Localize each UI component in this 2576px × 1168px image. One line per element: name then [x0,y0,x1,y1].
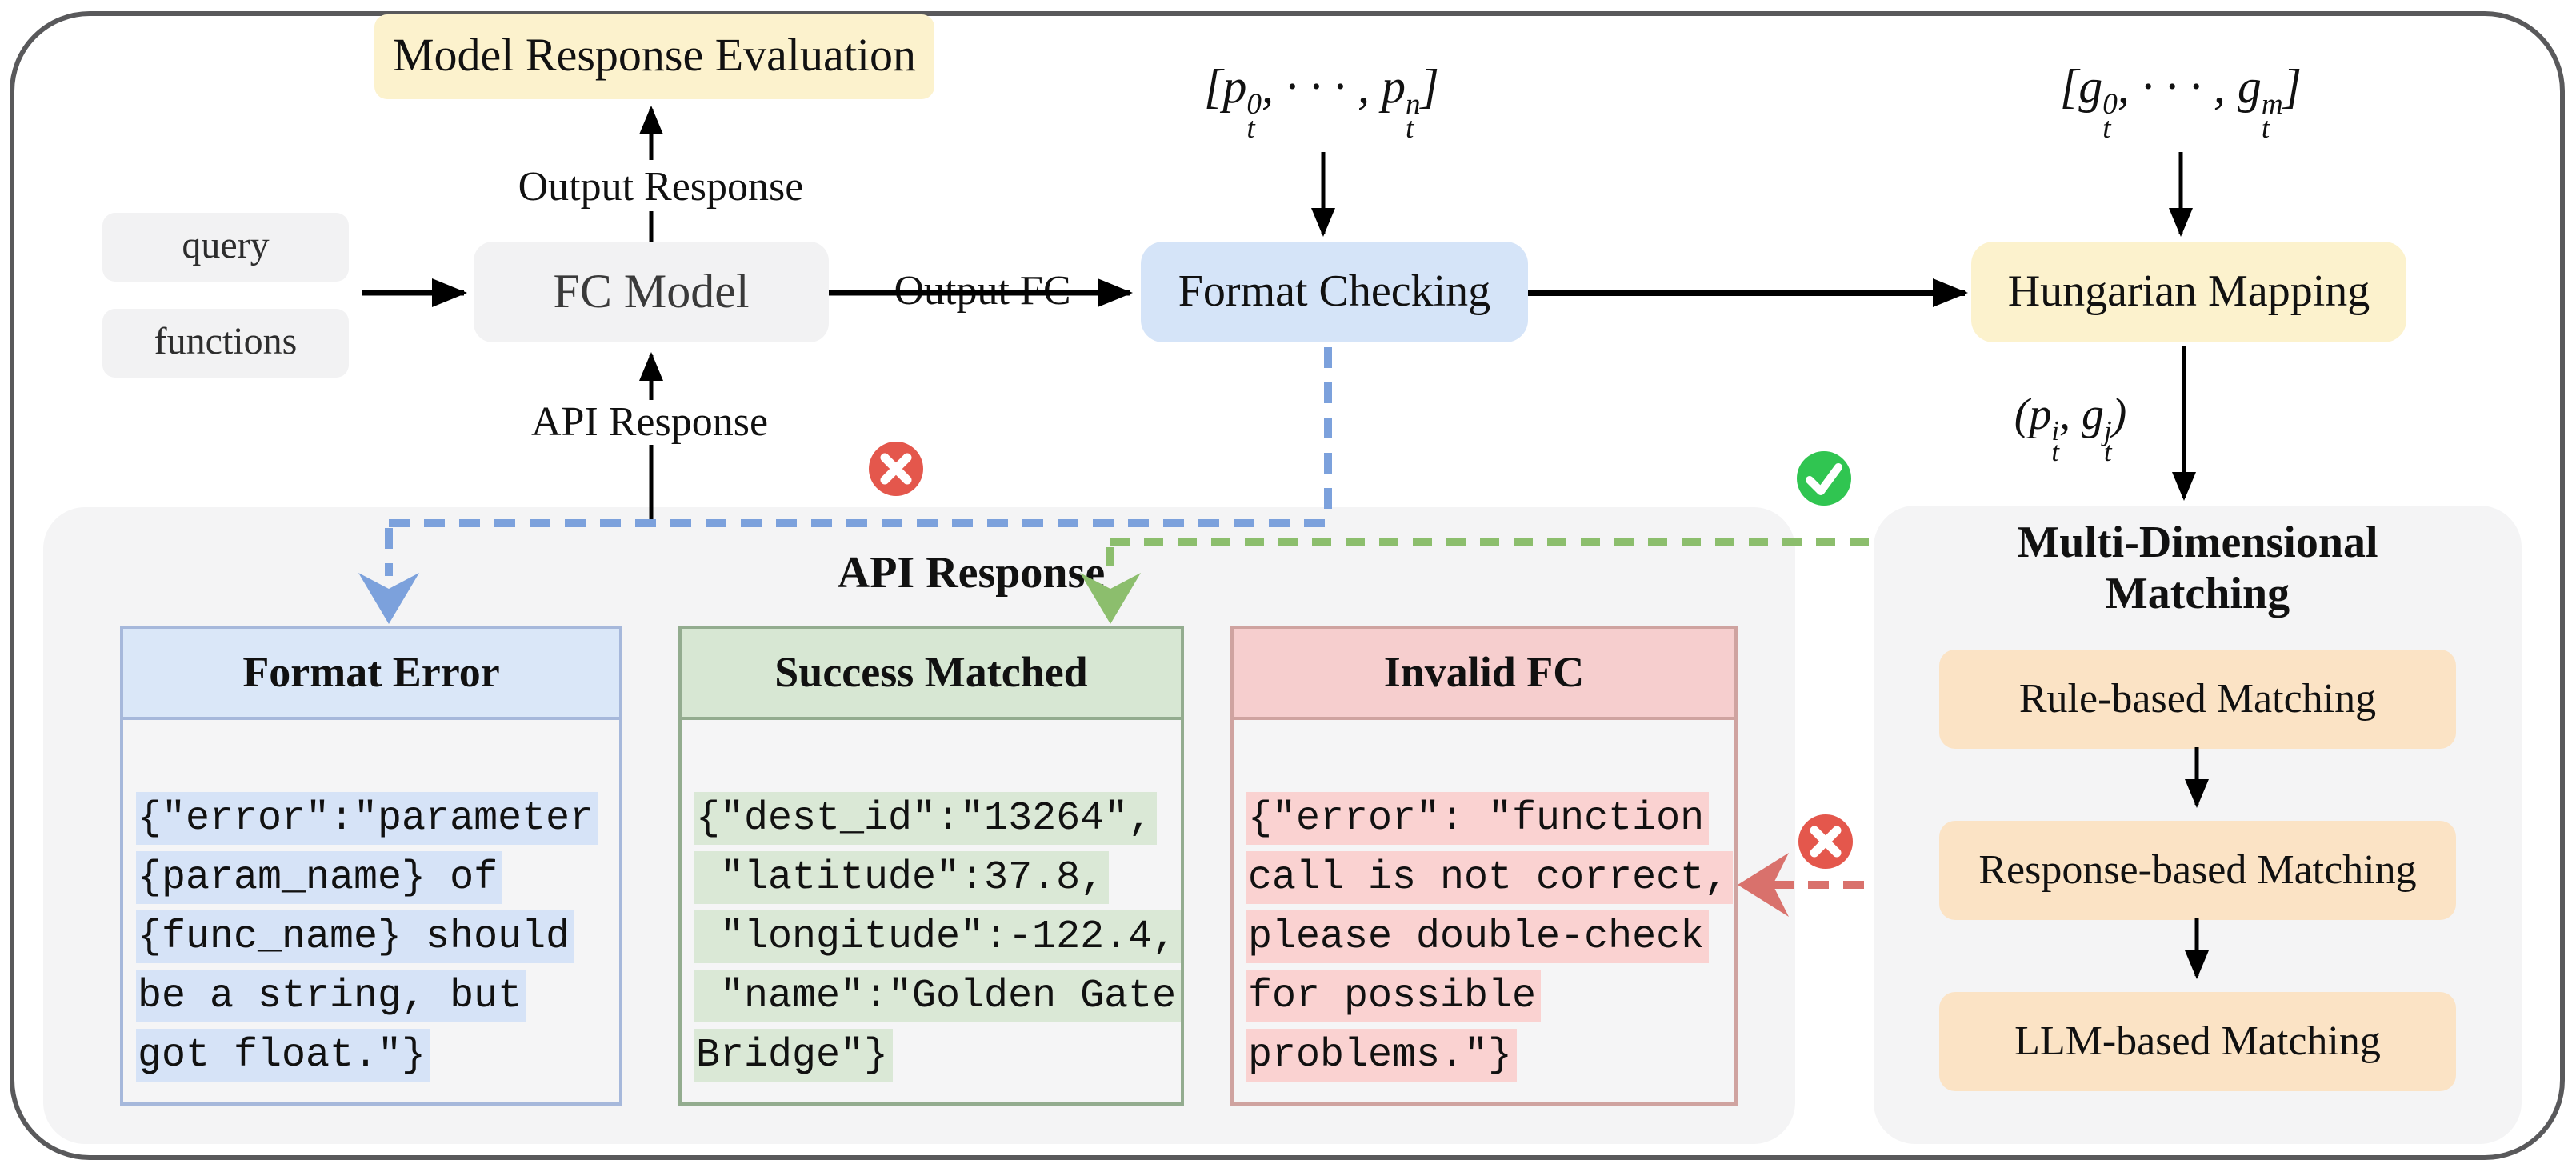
code-line: be a string, but [136,966,619,1026]
md-step: Response-based Matching [1939,821,2456,920]
output-response-label: Output Response [518,163,804,210]
multi-dimensional-matching-panel: Multi-Dimensional Matching Rule-based Ma… [1874,506,2522,1144]
code-line: {func_name} should [136,907,619,966]
format-checking-label: Format Checking [1178,266,1491,316]
code-line: please double-check [1246,907,1734,966]
invalid-fc-card-title: Invalid FC [1234,629,1734,720]
code-line: "longitude":-122.4, [694,907,1182,966]
success-matched-code-block: {"dest_id":"13264", "latitude":37.8, "lo… [682,720,1182,1085]
hungarian-mapping-box: Hungarian Mapping [1971,242,2406,342]
code-line: "name":"Golden Gate [694,966,1182,1026]
md-step: Rule-based Matching [1939,650,2456,749]
functions-box: functions [102,309,349,378]
success-matched-card-title: Success Matched [682,629,1181,720]
code-line: {"dest_id":"13264", [694,789,1181,848]
success-matched-card: Success Matched {"dest_id":"13264", "lat… [678,626,1184,1106]
query-label: query [182,226,270,267]
api-response-panel-title: API Response [837,549,1106,598]
code-line: problems."} [1246,1026,1734,1085]
multi-dimensional-matching-title: Multi-Dimensional Matching [2017,518,2378,619]
md-step: LLM-based Matching [1939,992,2456,1091]
functions-label: functions [154,322,298,363]
code-line: got float."} [136,1026,619,1085]
format-error-code-block: {"error":"parameter{param_name} of{func_… [123,720,619,1085]
format-error-card-title: Format Error [123,629,619,720]
format-checking-box: Format Checking [1141,242,1528,342]
fc-model-box: FC Model [474,242,829,342]
query-box: query [102,213,349,282]
api-response-panel: API Response Format Error {"error":"para… [43,507,1795,1144]
code-line: {"error":"parameter [136,789,619,848]
code-line: for possible [1246,966,1734,1026]
code-line: call is not correct, [1246,848,1734,907]
outer-frame [10,11,2565,1160]
model-response-evaluation-label: Model Response Evaluation [392,30,916,82]
code-line: Bridge"} [694,1026,1181,1085]
output-fc-label: Output FC [858,268,1107,314]
api-response-flow-label: API Response [530,398,769,445]
model-response-evaluation-box: Model Response Evaluation [374,14,934,99]
code-line: "latitude":37.8, [694,848,1181,907]
fc-model-label: FC Model [553,265,750,318]
code-line: {param_name} of [136,848,619,907]
format-error-card: Format Error {"error":"parameter{param_n… [120,626,622,1106]
code-line: {"error": "function [1246,789,1734,848]
hungarian-mapping-label: Hungarian Mapping [2007,266,2370,316]
